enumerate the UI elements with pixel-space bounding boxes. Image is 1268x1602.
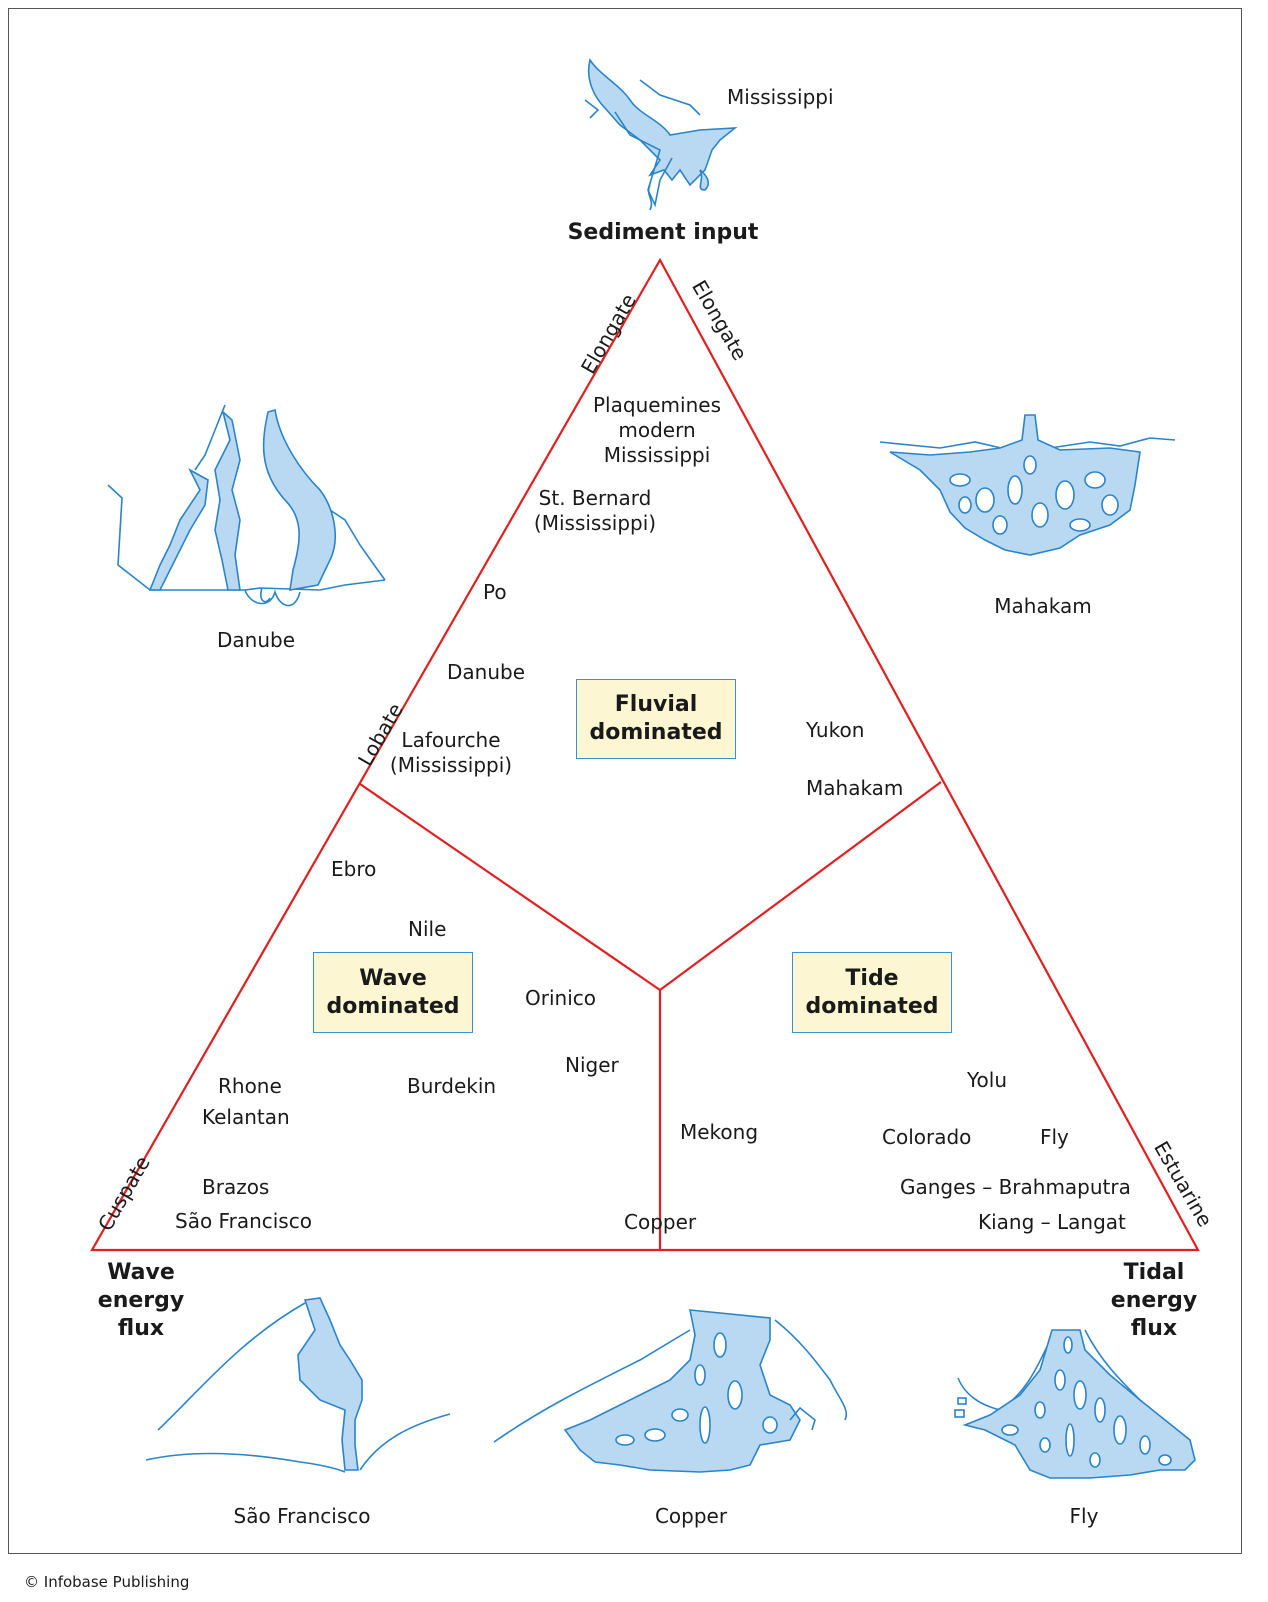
region-tide-line-2: dominated bbox=[805, 993, 939, 1019]
delta-orinico: Orinico bbox=[525, 986, 596, 1010]
vertex-label-tidal-energy: Tidal energy flux bbox=[1111, 1259, 1197, 1343]
delta-plaquemines-line-2: modern bbox=[618, 418, 696, 442]
vertex-wave-line-2: energy bbox=[97, 1288, 185, 1313]
delta-burdekin: Burdekin bbox=[407, 1074, 497, 1098]
copyright-notice: © Infobase Publishing bbox=[24, 1573, 190, 1591]
region-fluvial-line-2: dominated bbox=[589, 720, 723, 745]
region-tide-line-1: Tide bbox=[845, 965, 899, 991]
vertex-tidal-line-3: flux bbox=[1130, 1316, 1178, 1341]
divider-left bbox=[359, 783, 661, 991]
delta-kelantan: Kelantan bbox=[202, 1105, 290, 1129]
delta-nile: Nile bbox=[408, 917, 447, 941]
vertex-wave-line-3: flux bbox=[117, 1316, 165, 1341]
delta-niger: Niger bbox=[565, 1053, 619, 1077]
delta-yolu: Yolu bbox=[967, 1068, 1008, 1092]
delta-sao-francisco: São Francisco bbox=[175, 1209, 312, 1233]
region-box-fluvial: Fluvial dominated bbox=[576, 679, 736, 759]
vertex-label-sediment-input: Sediment input bbox=[567, 220, 759, 245]
delta-plaquemines-line-3: Mississippi bbox=[603, 443, 711, 467]
triangle-outline bbox=[90, 257, 1200, 1252]
vertex-tidal-line-2: energy bbox=[1110, 1288, 1198, 1313]
delta-plaquemines: Plaquemines modern Mississippi bbox=[593, 393, 721, 468]
delta-mekong: Mekong bbox=[680, 1120, 759, 1144]
delta-st-bernard-line-2: (Mississippi) bbox=[533, 511, 657, 535]
map-label-danube: Danube bbox=[216, 628, 296, 652]
delta-ganges-brahmaputra: Ganges – Brahmaputra bbox=[900, 1175, 1131, 1199]
map-label-copper: Copper bbox=[654, 1504, 728, 1528]
fly-map bbox=[954, 1329, 1196, 1479]
delta-yukon: Yukon bbox=[806, 718, 865, 742]
delta-kiang-langat: Kiang – Langat bbox=[978, 1210, 1126, 1234]
delta-danube: Danube bbox=[447, 660, 526, 684]
map-label-fly: Fly bbox=[1069, 1504, 1099, 1528]
sao-francisco-map bbox=[145, 1297, 451, 1473]
mahakam-map bbox=[879, 414, 1176, 556]
delta-lafourche: Lafourche (Mississippi) bbox=[390, 728, 512, 778]
delta-lafourche-line-2: (Mississippi) bbox=[389, 753, 513, 777]
delta-st-bernard: St. Bernard (Mississippi) bbox=[534, 486, 656, 536]
mississippi-map bbox=[584, 58, 738, 211]
region-wave-line-1: Wave bbox=[359, 965, 427, 991]
copper-map bbox=[493, 1309, 848, 1473]
region-wave-line-2: dominated bbox=[326, 993, 460, 1019]
delta-copper: Copper bbox=[624, 1210, 697, 1234]
delta-po: Po bbox=[483, 580, 507, 604]
vertex-wave-line-1: Wave bbox=[107, 1260, 175, 1285]
delta-mahakam: Mahakam bbox=[806, 776, 904, 800]
divider-right bbox=[659, 781, 942, 991]
delta-lafourche-line-1: Lafourche bbox=[401, 728, 501, 752]
map-label-sao-francisco: São Francisco bbox=[233, 1504, 371, 1528]
vertex-label-wave-energy: Wave energy flux bbox=[98, 1259, 184, 1343]
delta-ebro: Ebro bbox=[331, 857, 377, 881]
danube-map bbox=[107, 404, 386, 607]
region-fluvial-line-1: Fluvial bbox=[614, 692, 698, 717]
delta-colorado: Colorado bbox=[882, 1125, 972, 1149]
ternary-triangle bbox=[90, 257, 1200, 1252]
delta-fly: Fly bbox=[1040, 1125, 1069, 1149]
delta-rhone: Rhone bbox=[218, 1074, 282, 1098]
map-label-mahakam: Mahakam bbox=[994, 594, 1092, 618]
delta-st-bernard-line-1: St. Bernard bbox=[538, 486, 652, 510]
vertex-tidal-line-1: Tidal bbox=[1123, 1260, 1185, 1285]
figure-frame bbox=[8, 8, 1242, 1554]
map-label-mississippi: Mississippi bbox=[727, 85, 834, 109]
delta-plaquemines-line-1: Plaquemines bbox=[593, 393, 721, 417]
delta-brazos: Brazos bbox=[202, 1175, 270, 1199]
